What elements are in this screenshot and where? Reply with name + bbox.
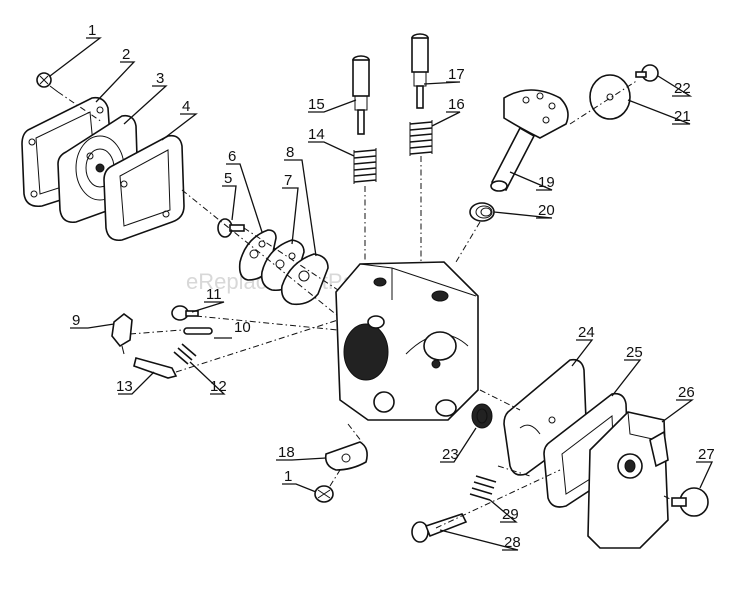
part-28-screw: [411, 513, 468, 543]
part-18-bracket: [324, 441, 368, 471]
callout-13: 13: [116, 378, 133, 395]
part-14-spring: [353, 148, 377, 184]
part-9-lever: [111, 312, 133, 355]
part-16-spring: [409, 120, 433, 156]
part-10-pin: [183, 327, 213, 335]
callout-4: 4: [182, 98, 190, 115]
part-1-screw-top: [36, 72, 59, 93]
callout-1: 1: [88, 22, 96, 39]
part-12-spring: [173, 343, 197, 365]
callout-2: 2: [122, 46, 130, 63]
callout-28: 28: [504, 534, 521, 551]
part-19-throttle-shaft: [490, 89, 569, 192]
part-20-spring: [469, 202, 495, 222]
callout-5: 5: [224, 170, 232, 187]
part-17-needle: [411, 33, 429, 109]
callout-10: 10: [234, 319, 251, 336]
callout-23: 23: [442, 446, 459, 463]
part-21-disc: [589, 74, 631, 120]
callout-26: 26: [678, 384, 695, 401]
callout-21: 21: [674, 108, 691, 125]
callout-25: 25: [626, 344, 643, 361]
callout-27: 27: [698, 446, 715, 463]
callout-18: 18: [278, 444, 295, 461]
carburetor-body: [335, 261, 479, 421]
callout-6: 6: [228, 148, 236, 165]
callout-29: 29: [502, 506, 519, 523]
assembly-lines: [57, 79, 673, 529]
part-8-plate: [280, 253, 329, 306]
callout-20: 20: [538, 202, 555, 219]
callout-3: 3: [156, 70, 164, 87]
callout-11: 11: [206, 286, 222, 303]
callout-9: 9: [72, 312, 80, 329]
part-5-screw: [217, 218, 245, 238]
part-4-gasket: [103, 134, 185, 242]
callout-labels: 1 2 3 4 5 6 7 8 9 10 11 12 13 14 15 16 1…: [72, 22, 715, 551]
part-15-needle: [352, 55, 370, 135]
callout-15: 15: [308, 96, 325, 113]
part-1-screw-bottom: [314, 485, 334, 503]
callout-16: 16: [448, 96, 465, 113]
callout-17: 17: [448, 66, 465, 83]
part-13-needle: [133, 357, 178, 379]
callout-1-bottom: 1: [284, 468, 292, 485]
callout-24: 24: [578, 324, 595, 341]
callout-12: 12: [210, 378, 227, 395]
part-27-screw: [671, 487, 709, 517]
part-26-cover: [587, 411, 669, 549]
part-22-screw: [635, 64, 659, 82]
callout-8: 8: [286, 144, 294, 161]
part-23-spring: [471, 403, 493, 429]
callout-22: 22: [674, 80, 691, 97]
callout-14: 14: [308, 126, 325, 143]
callout-7: 7: [284, 172, 292, 189]
part-29-spring: [469, 475, 497, 501]
leader-lines: [49, 37, 714, 551]
callout-19: 19: [538, 174, 555, 191]
part-11-screw: [171, 305, 199, 321]
